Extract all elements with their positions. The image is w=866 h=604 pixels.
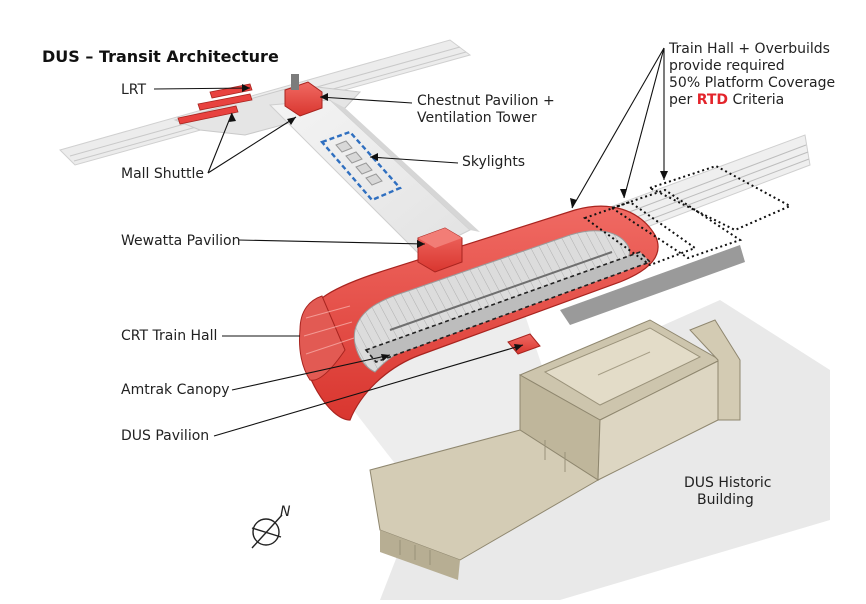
label-historic-line1: DUS Historic xyxy=(684,474,771,492)
coverage-per: per xyxy=(669,92,697,108)
north-label: N xyxy=(280,504,291,520)
label-coverage-line3: 50% Platform Coverage xyxy=(669,74,835,92)
label-amtrak-canopy: Amtrak Canopy xyxy=(121,381,230,399)
label-skylights: Skylights xyxy=(462,153,525,171)
label-chestnut-line1: Chestnut Pavilion + xyxy=(417,92,555,110)
label-chestnut-line2: Ventilation Tower xyxy=(417,109,537,127)
label-coverage-line1: Train Hall + Overbuilds xyxy=(669,40,830,58)
label-historic-line2: Building xyxy=(697,491,754,509)
label-wewatta: Wewatta Pavilion xyxy=(121,232,240,250)
label-coverage-line2: provide required xyxy=(669,57,785,75)
rtd-highlight: RTD xyxy=(697,92,728,108)
label-dus-pavilion: DUS Pavilion xyxy=(121,427,209,445)
label-crt-train-hall: CRT Train Hall xyxy=(121,327,217,345)
page-title: DUS – Transit Architecture xyxy=(42,47,279,66)
label-coverage-line4: per RTD Criteria xyxy=(669,91,784,109)
label-lrt: LRT xyxy=(121,81,146,99)
north-arrow: N xyxy=(252,504,291,548)
label-mall-shuttle: Mall Shuttle xyxy=(121,165,204,183)
coverage-criteria: Criteria xyxy=(728,92,784,108)
